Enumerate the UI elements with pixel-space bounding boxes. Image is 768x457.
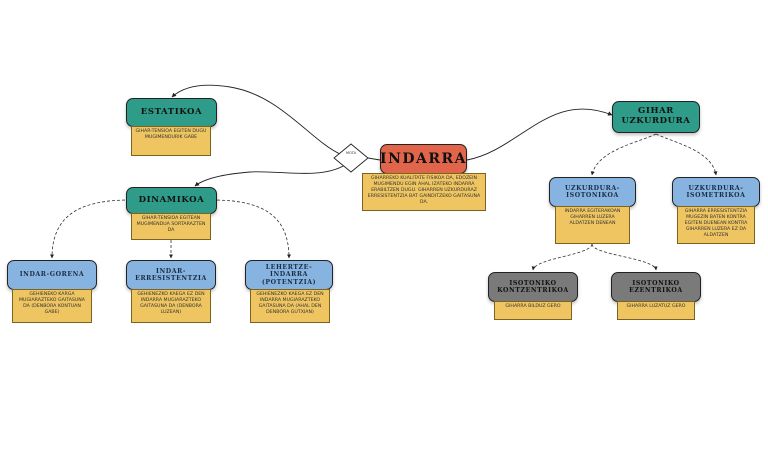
node-indar-erresistentzia: INDAR- ERRESISTENTZIA bbox=[126, 260, 216, 290]
node-indarra: INDARRA bbox=[380, 144, 467, 174]
desc-lehertze-indarra: GEHIENEZKO KAEGA EZ DEN INDARRA MUGIARAZ… bbox=[250, 289, 330, 323]
connector-isotonikoa-kontzentrikoa bbox=[531, 243, 593, 271]
node-gihar-uzkurdura: GIHAR UZKURDURA bbox=[612, 101, 700, 133]
decision-diamond bbox=[333, 143, 369, 173]
node-isotoniko-kontzentrikoa: ISOTONIKO KONTZENTRIKOA bbox=[488, 272, 578, 302]
connector-indarra-gihar-uzkurdura bbox=[466, 108, 613, 161]
connector-gihar-isotonikoa bbox=[590, 133, 657, 176]
connector-dinamikoa-lehertze-indarra bbox=[211, 199, 291, 259]
desc-indar-gorena: GEHIENEKO KARGA MUGIARAZTEKO GAITASUNA D… bbox=[12, 289, 92, 323]
desc-uzkurdura-isotonikoa: INDARRA EGITERAKOAN GIHARREN LUZERA ALDA… bbox=[555, 206, 630, 244]
node-uzkurdura-isotonikoa: UZKURDURA- ISOTONIKOA bbox=[549, 177, 636, 207]
desc-uzkurdura-isometrikoa: GIHARRA ERRESISTENTZIA MUGEZIN BATEN KON… bbox=[677, 206, 755, 244]
node-dinamikoa: DINAMIKOA bbox=[126, 187, 217, 214]
desc-indarra: GIHARREKO KUALITATE FISIKOA DA, EDOZEIN … bbox=[362, 173, 486, 211]
desc-isotoniko-ezentrikoa: GIHARRA LUZATUZ GERO bbox=[617, 301, 695, 320]
node-estatikoa: ESTATIKOA bbox=[126, 98, 217, 127]
decision-label: MOTA bbox=[345, 151, 357, 155]
node-indar-gorena: INDAR-GORENA bbox=[7, 260, 97, 290]
desc-dinamikoa: GIHAR-TENSIOA EGITEAN MUGIMENDUA SORTARA… bbox=[131, 213, 211, 240]
connector-indarra-diamond bbox=[367, 157, 381, 161]
desc-estatikoa: GIHAR-TENSIOA EGITEN DUGU MUGIMENDURIK G… bbox=[131, 126, 211, 156]
desc-isotoniko-kontzentrikoa: GIHARRA BILDUZ GERO bbox=[494, 301, 572, 320]
connector-gihar-isometrikoa bbox=[655, 133, 718, 176]
desc-indar-erresistentzia: GEHIENEZKO KAEGA EZ DEN INDARRA MUGIARAZ… bbox=[131, 289, 211, 323]
connector-diamond-estatikoa bbox=[171, 84, 341, 155]
node-isotoniko-ezentrikoa: ISOTONIKO EZENTRIKOA bbox=[611, 272, 701, 302]
node-uzkurdura-isometrikoa: UZKURDURA- ISOMETRIKOA bbox=[672, 177, 760, 207]
node-lehertze-indarra: LEHERTZE- INDARRA (POTENTZIA) bbox=[245, 260, 333, 290]
connector-dinamikoa-indar-gorena bbox=[50, 199, 131, 259]
connector-diamond-dinamikoa bbox=[194, 164, 346, 187]
connector-isotonikoa-ezentrikoa bbox=[591, 243, 658, 271]
